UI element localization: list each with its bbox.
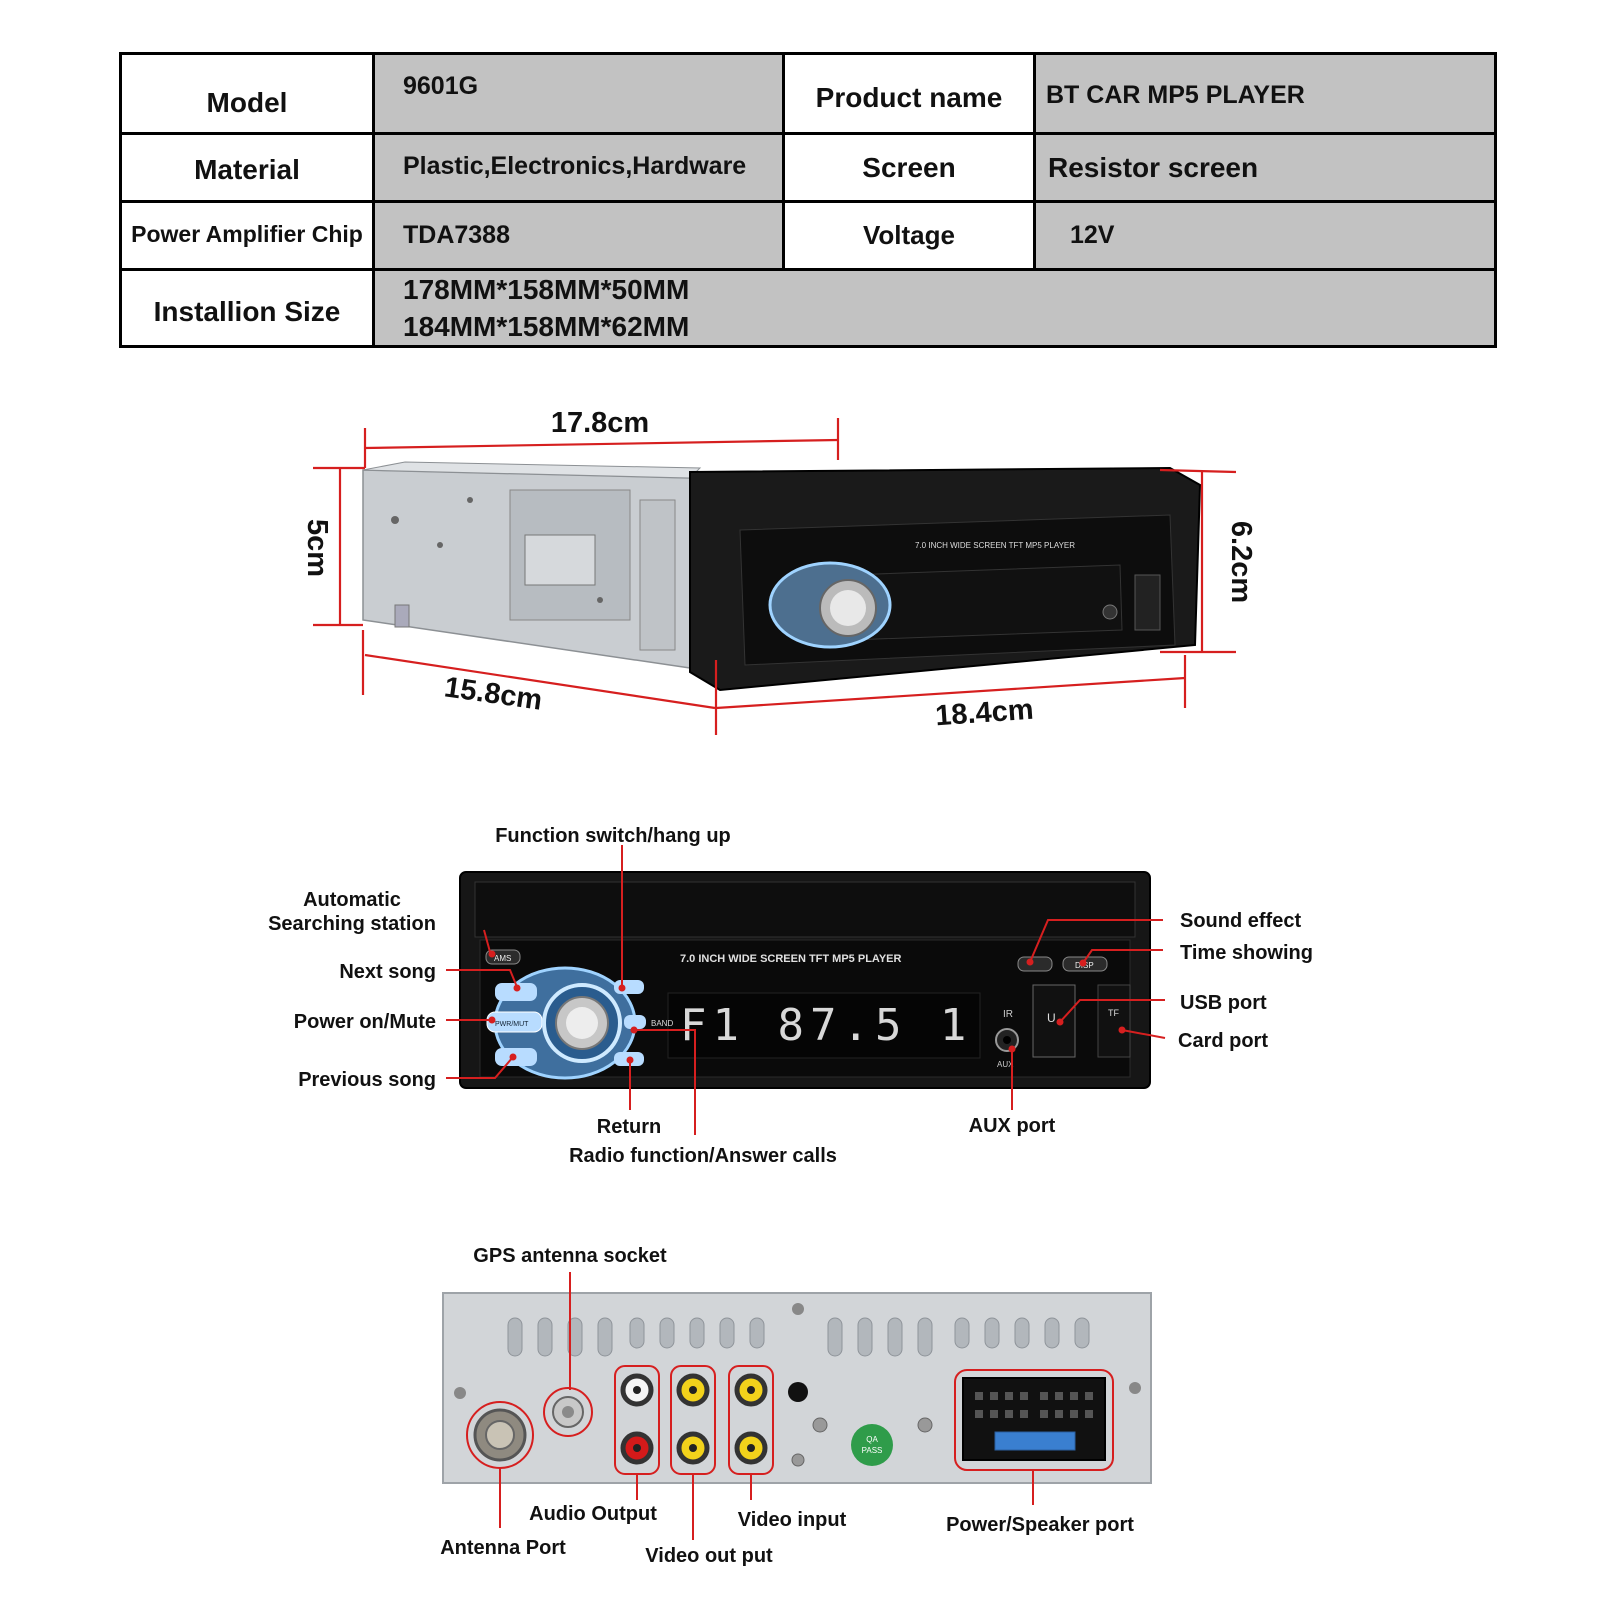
callout-sound-effect: Sound effect — [1180, 910, 1301, 932]
rear-leaders — [499, 1272, 1034, 1540]
amp-chip-label: Power Amplifier Chip — [119, 200, 375, 271]
callout-audio-output: Audio Output — [529, 1503, 657, 1525]
amp-chip-value: TDA7388 — [372, 200, 785, 271]
svg-text:PASS: PASS — [862, 1446, 883, 1455]
card-port[interactable] — [1097, 984, 1131, 1058]
material-label: Material — [119, 132, 375, 203]
rca-jacks — [620, 1373, 768, 1465]
chassis-body — [362, 461, 702, 669]
svg-text:TF: TF — [1108, 1008, 1119, 1018]
callout-auto-search-1: Automatic — [303, 889, 401, 911]
material-value: Plastic,Electronics,Hardware — [372, 132, 785, 203]
install-size-label: Installion Size — [119, 268, 375, 348]
svg-text:7.0 INCH WIDE SCREEN TFT MP5 P: 7.0 INCH WIDE SCREEN TFT MP5 PLAYER — [915, 541, 1075, 550]
rear-panel-device: QA PASS — [442, 1292, 1152, 1484]
svg-text:AMS: AMS — [494, 954, 511, 963]
install-size-values: 178MM*158MM*50MM 184MM*158MM*62MM — [372, 268, 1497, 348]
front-display-readout: F1 87.5 1 — [680, 1000, 972, 1051]
next-song-button[interactable] — [495, 983, 537, 1001]
fuse — [994, 1431, 1076, 1451]
rear-highlight-boxes — [466, 1365, 1114, 1475]
spec-row-install: Installion Size 178MM*158MM*50MM 184MM*1… — [119, 268, 1497, 348]
svg-text:AUX: AUX — [997, 1060, 1014, 1069]
callout-video-out: Video out put — [645, 1545, 773, 1567]
dim-width-body: 17.8cm — [551, 407, 649, 439]
svg-text:PWR/MUT: PWR/MUT — [495, 1021, 529, 1028]
callout-time-showing: Time showing — [1180, 942, 1313, 964]
callout-aux-port: AUX port — [969, 1115, 1056, 1137]
dimension-lines — [313, 418, 1237, 735]
usb-port[interactable] — [1032, 984, 1076, 1058]
callout-usb-port: USB port — [1180, 992, 1267, 1014]
front-leaders — [446, 845, 1166, 1135]
svg-text:U: U — [1047, 1011, 1056, 1025]
voltage-value: 12V — [1033, 200, 1497, 271]
callout-previous-song: Previous song — [298, 1069, 436, 1091]
callout-radio-answer: Radio function/Answer calls — [569, 1145, 837, 1167]
voltage-label: Voltage — [782, 200, 1036, 271]
spec-table: Model 9601G Product name BT CAR MP5 PLAY… — [119, 52, 1497, 348]
svg-text:IR: IR — [1003, 1009, 1013, 1020]
model-label: Model — [119, 52, 375, 135]
callout-function-switch: Function switch/hang up — [495, 825, 731, 847]
rear-screw-hole — [788, 1382, 808, 1402]
front-panel-device: 7.0 INCH WIDE SCREEN TFT MP5 PLAYER F1 8… — [459, 871, 1151, 1089]
callout-card-port: Card port — [1178, 1030, 1268, 1052]
product-name-label: Product name — [782, 52, 1036, 135]
pwr-mute-button[interactable] — [486, 1011, 543, 1033]
spec-row-model: Model 9601G Product name BT CAR MP5 PLAY… — [119, 52, 1497, 135]
sound-effect-button[interactable] — [1017, 956, 1053, 972]
product-name-value: BT CAR MP5 PLAYER — [1033, 52, 1497, 135]
dim-height-front: 6.2cm — [1225, 521, 1257, 603]
svg-text:BAND: BAND — [651, 1019, 673, 1028]
dim-height-body: 5cm — [301, 519, 333, 577]
spec-row-amp: Power Amplifier Chip TDA7388 Voltage 12V — [119, 200, 1497, 271]
callout-video-input: Video input — [738, 1509, 847, 1531]
dim-width-front: 18.4cm — [934, 694, 1034, 733]
front-screen-caption: 7.0 INCH WIDE SCREEN TFT MP5 PLAYER — [680, 953, 902, 965]
spec-row-material: Material Plastic,Electronics,Hardware Sc… — [119, 132, 1497, 203]
screen-value: Resistor screen — [1033, 132, 1497, 203]
qa-pass-badge — [851, 1424, 893, 1466]
callout-auto-search-2: Searching station — [268, 913, 436, 935]
callout-gps-socket: GPS antenna socket — [473, 1245, 667, 1267]
callout-next-song: Next song — [339, 961, 436, 983]
front-panel-3d: 7.0 INCH WIDE SCREEN TFT MP5 PLAYER — [689, 466, 1202, 692]
callout-power-speaker: Power/Speaker port — [946, 1514, 1134, 1536]
screen-label: Screen — [782, 132, 1036, 203]
svg-text:QA: QA — [866, 1435, 878, 1444]
callout-antenna-port: Antenna Port — [440, 1537, 566, 1559]
callout-return: Return — [597, 1116, 661, 1138]
install-size-1: 178MM*158MM*50MM — [403, 274, 690, 305]
callout-power-mute: Power on/Mute — [294, 1011, 436, 1033]
band-button[interactable] — [624, 1015, 646, 1029]
install-size-2: 184MM*158MM*62MM — [403, 311, 690, 342]
model-value: 9601G — [372, 52, 785, 135]
